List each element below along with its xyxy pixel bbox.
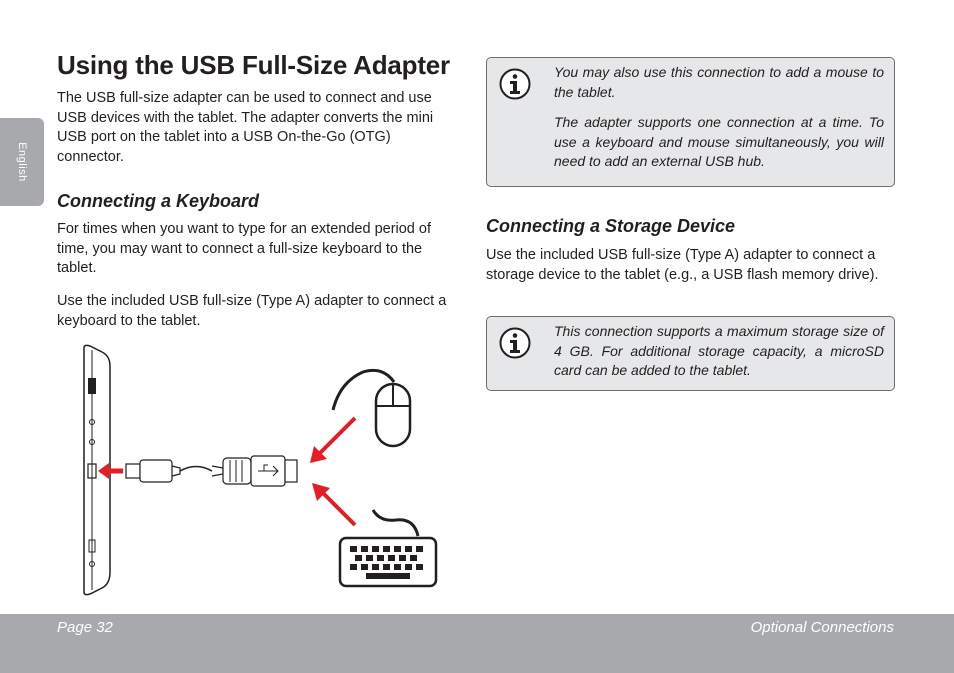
storage-paragraph: Use the included USB full-size (Type A) … [486,247,879,283]
storage-note-text: This connection supports a maximum stora… [554,323,884,378]
port-arrow-icon [98,463,123,479]
keyboard-paragraph-1: For times when you want to type for an e… [57,221,431,276]
device-arrows-icon [310,416,357,527]
page-number: Page 32 [57,619,113,636]
language-tab-label: English [16,142,28,182]
mouse-note-line-1: You may also use this connection to add … [554,64,884,100]
info-icon [499,68,531,100]
section-name: Optional Connections [750,619,894,636]
keyboard-icon [338,509,438,588]
mouse-icon [331,368,412,448]
tablet-edge-illustration [83,344,111,596]
page-footer: Page 32 Optional Connections [0,614,954,673]
intro-paragraph: The USB full-size adapter can be used to… [57,90,434,165]
language-tab: English [0,118,44,206]
mouse-note-line-2: The adapter supports one connection at a… [554,114,884,169]
usb-adapter-cable-illustration [125,455,298,487]
info-icon [499,327,531,359]
keyboard-paragraph-2: Use the included USB full-size (Type A) … [57,293,447,329]
mouse-note-box: You may also use this connection to add … [486,57,895,187]
storage-note-box: This connection supports a maximum stora… [486,316,895,391]
page-title: Using the USB Full-Size Adapter [57,50,450,80]
connection-illustration [83,344,438,596]
storage-heading: Connecting a Storage Device [486,216,736,236]
keyboard-heading: Connecting a Keyboard [57,191,260,211]
